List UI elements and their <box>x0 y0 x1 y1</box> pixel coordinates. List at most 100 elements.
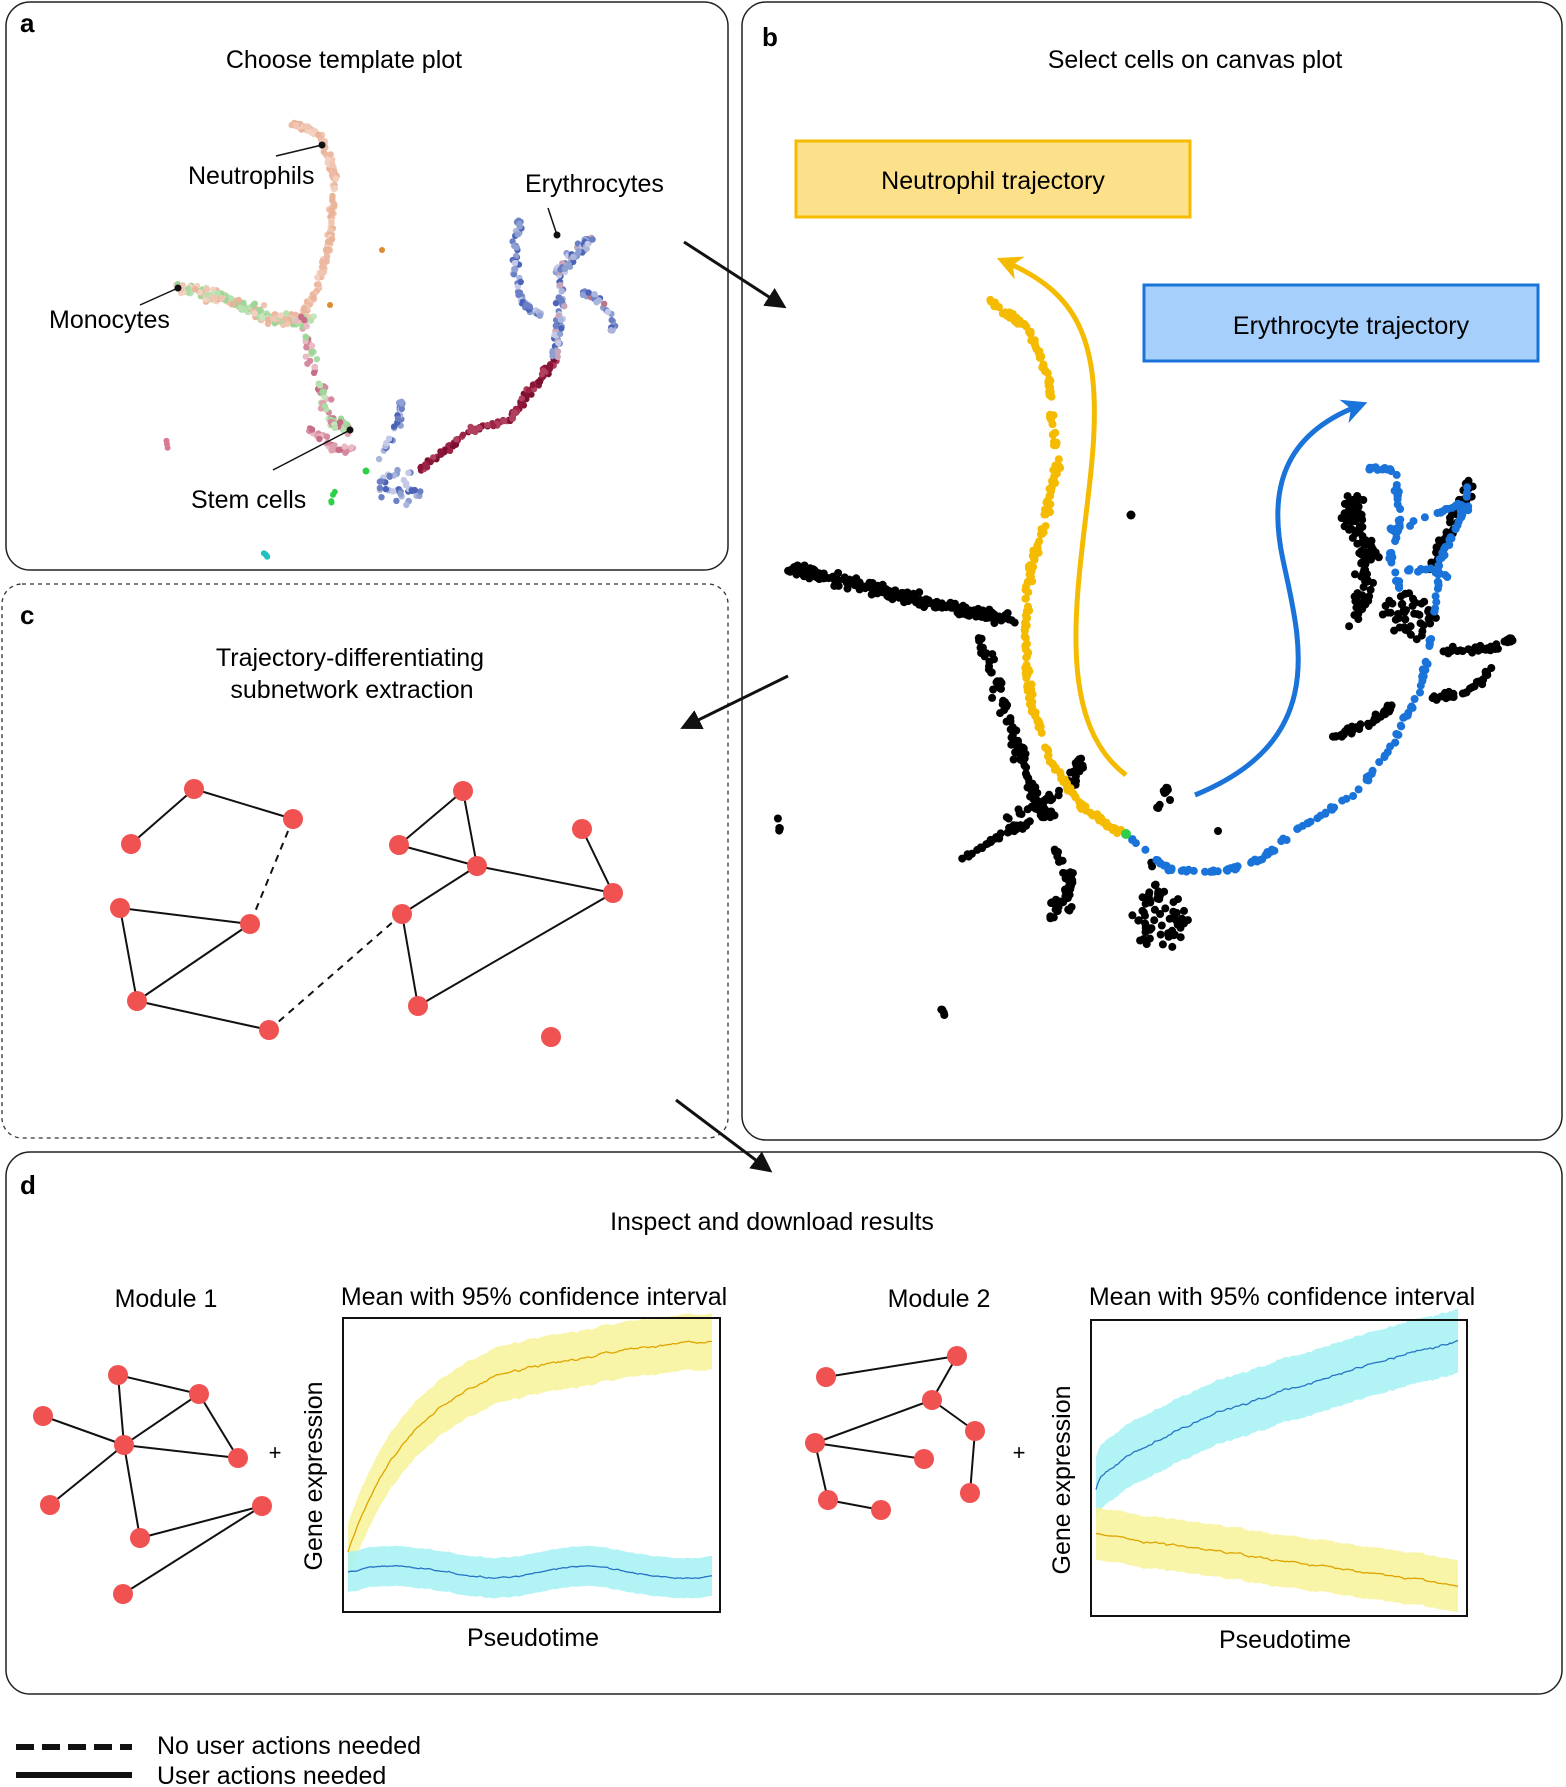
template-cell-dot <box>510 409 517 416</box>
canvas-cell-dot <box>1446 513 1454 522</box>
network-node <box>33 1406 53 1426</box>
canvas-cell-dot <box>1353 539 1362 548</box>
neutrophil-cell-dot <box>1024 648 1033 657</box>
network-edge-dashed <box>268 913 403 1031</box>
template-cell-dot <box>452 441 460 448</box>
canvas-cell-dot <box>1148 862 1157 871</box>
canvas-cell-dot <box>1139 908 1148 917</box>
template-cell-dot <box>335 446 342 454</box>
erythrocyte-cell-dot <box>1128 835 1137 844</box>
erythrocyte-cell-dot <box>1383 748 1392 756</box>
network-node <box>110 898 130 918</box>
template-cell-dot <box>589 236 596 243</box>
neutrophil-trajectory-label: Neutrophil trajectory <box>881 167 1105 195</box>
canvas-cell-dot <box>1417 631 1426 640</box>
canvas-cell-dot <box>1128 911 1137 920</box>
erythrocyte-cell-dot <box>1463 489 1471 497</box>
template-cell-dot <box>328 206 335 213</box>
template-cell-dot <box>316 435 323 443</box>
template-cell-dot <box>323 433 331 440</box>
network-edge <box>969 1430 976 1494</box>
canvas-cell-dot <box>958 854 967 863</box>
confidence-band <box>348 1313 712 1581</box>
erythrocyte-cell-dot <box>1316 811 1325 820</box>
canvas-cell-dot <box>1003 609 1012 618</box>
template-cell-dot <box>546 362 554 369</box>
template-cell-dot <box>459 431 467 438</box>
neutrophil-cell-dot <box>1025 570 1034 579</box>
erythrocyte-cell-dot <box>1354 785 1363 794</box>
canvas-cell-dot <box>1345 525 1354 534</box>
canvas-cell-dot <box>973 845 982 854</box>
canvas-cell-dot <box>1009 755 1018 764</box>
template-cell-dot <box>565 260 572 268</box>
canvas-cell-dot <box>1144 890 1153 899</box>
canvas-cell-dot <box>1214 827 1222 835</box>
neutrophil-cell-dot <box>1022 614 1031 623</box>
label-stem-cells: Stem cells <box>191 486 306 514</box>
template-cell-dot <box>552 322 559 329</box>
canvas-cell-dot <box>1503 636 1512 644</box>
template-cell-dot <box>329 197 336 204</box>
canvas-cell-dot <box>1401 625 1410 634</box>
template-cell-dot <box>196 289 203 296</box>
template-cell-dot <box>327 302 333 308</box>
template-cell-dot <box>569 253 577 261</box>
neutrophil-cell-dot <box>1049 430 1058 439</box>
neutrophil-trajectory-arrow <box>996 256 1128 777</box>
template-cell-dot <box>511 242 518 250</box>
chart-2-xlabel: Pseudotime <box>1219 1626 1351 1654</box>
canvas-cell-dot <box>1173 920 1182 929</box>
erythrocyte-cell-dot <box>1390 486 1399 495</box>
template-cell-dot <box>535 378 543 385</box>
template-cell-dot <box>386 472 393 480</box>
template-cell-dot <box>398 400 405 407</box>
canvas-cell-dot <box>1355 523 1364 531</box>
canvas-cell-dot <box>1180 919 1188 928</box>
neutrophil-cell-dot <box>1046 508 1054 516</box>
erythrocyte-cell-dot <box>1431 592 1440 601</box>
canvas-cell-dot <box>1345 504 1354 513</box>
neutrophil-cell-dot <box>1026 688 1035 697</box>
neutrophil-cell-dot <box>1045 389 1054 397</box>
canvas-cell-dot <box>1049 913 1058 922</box>
erythrocyte-cell-dot <box>1391 537 1400 546</box>
canvas-cell-dot <box>1066 868 1075 877</box>
network-node <box>572 819 592 839</box>
canvas-cell-dot <box>1174 895 1182 904</box>
canvas-cell-dot <box>939 1008 948 1017</box>
neutrophil-cell-dot <box>1023 668 1032 677</box>
network-node <box>240 914 260 934</box>
template-cell-dot <box>376 484 384 492</box>
panel-a-title: Choose template plot <box>226 46 462 74</box>
canvas-cell-dot <box>1359 568 1368 577</box>
template-cell-dot <box>540 367 547 374</box>
panel-a-annotations <box>139 144 558 471</box>
canvas-cell-dot <box>958 603 967 612</box>
template-cell-dot <box>262 551 269 558</box>
erythrocyte-cell-dot <box>1375 758 1384 767</box>
canvas-cell-dot <box>1155 891 1164 900</box>
network-node <box>603 883 623 903</box>
canvas-cell-dot <box>1161 904 1170 913</box>
canvas-cell-dot <box>997 679 1006 687</box>
template-cell-dot <box>302 353 309 360</box>
network-edge <box>117 1374 200 1395</box>
template-cell-dot <box>536 312 544 319</box>
canvas-cell-dot <box>1401 615 1410 624</box>
canvas-cell-dot <box>1157 921 1166 930</box>
template-cell-dot <box>585 289 592 296</box>
erythrocyte-cell-dot <box>1463 505 1472 513</box>
plus-sign-2: + <box>1013 1440 1026 1465</box>
template-cell-dot <box>558 325 565 332</box>
module-2-label: Module 2 <box>888 1285 991 1313</box>
network-node <box>816 1367 836 1387</box>
canvas-cell-dot <box>1156 930 1165 939</box>
canvas-cell-dot <box>1145 896 1154 905</box>
erythrocyte-cell-dot <box>1222 866 1231 874</box>
neutrophil-cell-dot <box>1039 360 1048 369</box>
network-node <box>408 996 428 1016</box>
network-edge <box>123 1393 200 1446</box>
canvas-cell-dot <box>967 607 976 616</box>
network-node <box>130 1528 150 1548</box>
